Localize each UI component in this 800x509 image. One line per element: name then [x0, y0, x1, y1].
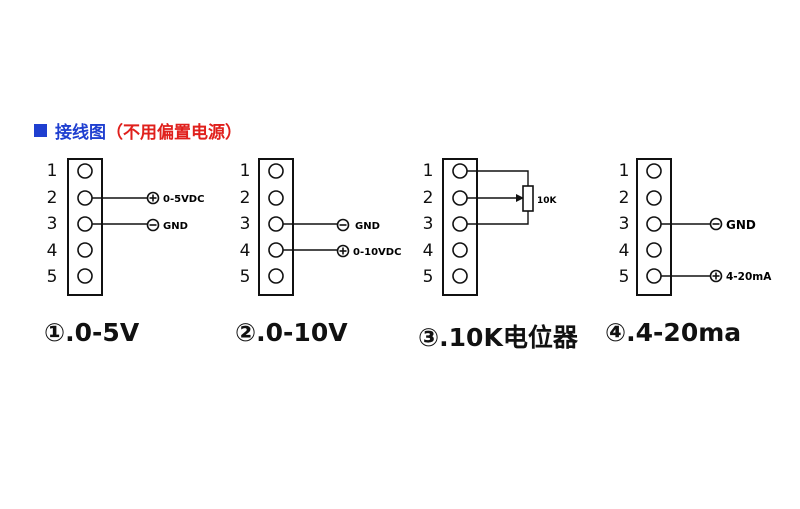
- pin-number-3: 3: [422, 214, 434, 234]
- pin-hole: [77, 163, 93, 179]
- pin-number-5: 5: [618, 267, 630, 287]
- connector-3: [442, 158, 478, 296]
- pin-hole: [452, 163, 468, 179]
- plus-terminal-icon: [709, 269, 723, 283]
- caption-4-20ma: ④.4-20ma: [605, 318, 742, 347]
- pin-number-5: 5: [239, 267, 251, 287]
- minus-terminal-icon: [146, 218, 160, 232]
- pin-hole: [268, 242, 284, 258]
- pin-number-4: 4: [46, 241, 58, 261]
- connector-1: [67, 158, 103, 296]
- pin-number-1: 1: [422, 161, 434, 181]
- diagram-title: 接线图 （不用偏置电源）: [34, 118, 242, 143]
- pin-number-3: 3: [618, 214, 630, 234]
- pin-hole: [452, 242, 468, 258]
- pin-number-3: 3: [239, 214, 251, 234]
- pin-hole: [268, 216, 284, 232]
- caption-10k-potentiometer: ③.10K电位器: [418, 323, 578, 352]
- pin-hole: [452, 190, 468, 206]
- title-sub: （不用偏置电源）: [106, 122, 242, 143]
- resistor-label: 10K: [537, 196, 558, 206]
- wire-label-0-5vdc: 0-5VDC: [163, 194, 204, 205]
- pin-number-1: 1: [239, 161, 251, 181]
- pin-hole: [646, 190, 662, 206]
- pin-number-4: 4: [618, 241, 630, 261]
- pin-number-1: 1: [618, 161, 630, 181]
- pin-number-3: 3: [46, 214, 58, 234]
- pin-hole: [646, 216, 662, 232]
- pin-number-2: 2: [46, 188, 58, 208]
- connector-2: [258, 158, 294, 296]
- pin-hole: [77, 242, 93, 258]
- pin-hole: [268, 190, 284, 206]
- title-main: 接线图: [55, 122, 106, 143]
- plus-terminal-icon: [146, 191, 160, 205]
- wire-label-gnd: GND: [355, 221, 380, 232]
- wire-label-gnd: GND: [726, 218, 756, 232]
- potentiometer-wiring: [467, 170, 529, 225]
- blue-square-icon: [34, 123, 47, 137]
- pin-hole: [646, 242, 662, 258]
- pin-hole: [646, 268, 662, 284]
- pin-number-4: 4: [239, 241, 251, 261]
- pin-hole: [646, 163, 662, 179]
- connector-4: [636, 158, 672, 296]
- wire-label-0-10vdc: 0-10VDC: [353, 247, 401, 258]
- resistor-icon: [522, 185, 534, 212]
- caption-0-5v: ①.0-5V: [44, 318, 140, 347]
- pin-number-2: 2: [239, 188, 251, 208]
- pin-hole: [77, 216, 93, 232]
- wire-label-gnd: GND: [163, 221, 188, 232]
- pin-number-5: 5: [46, 267, 58, 287]
- pin-number-1: 1: [46, 161, 58, 181]
- minus-terminal-icon: [709, 217, 723, 231]
- pin-number-4: 4: [422, 241, 434, 261]
- minus-terminal-icon: [336, 218, 350, 232]
- pin-hole: [452, 216, 468, 232]
- wire-label-4-20ma: 4-20mA: [726, 271, 772, 283]
- pin-hole: [77, 190, 93, 206]
- plus-terminal-icon: [336, 244, 350, 258]
- caption-0-10v: ②.0-10V: [235, 318, 348, 347]
- pin-hole: [268, 268, 284, 284]
- pin-number-2: 2: [422, 188, 434, 208]
- pin-hole: [268, 163, 284, 179]
- pin-number-5: 5: [422, 267, 434, 287]
- pin-hole: [452, 268, 468, 284]
- pin-hole: [77, 268, 93, 284]
- pin-number-2: 2: [618, 188, 630, 208]
